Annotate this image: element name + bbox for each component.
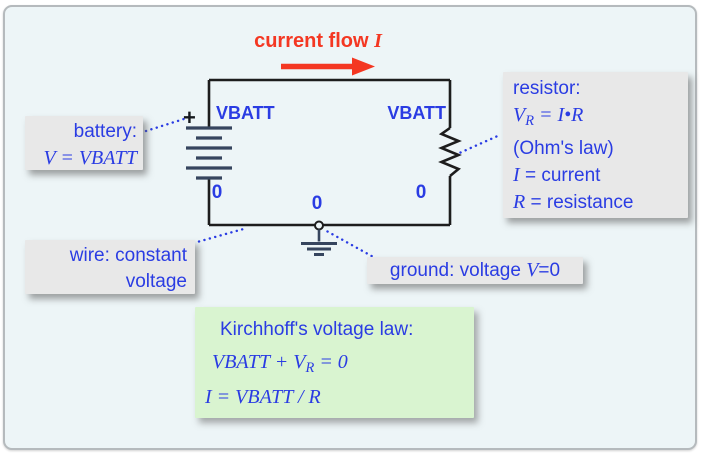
kvl-title: Kirchhoff's voltage law: [220,319,414,340]
current-flow-text: current flow [254,30,375,52]
wire-callout: wire: constant voltage [25,240,195,294]
ground-callout-symbol: V [526,259,539,281]
battery-callout-title: battery: [73,121,137,142]
battery-callout: battery: V = VBATT [25,116,143,170]
resistor-node-label: VBATT [387,103,446,123]
wire-callout-line1: wire: constant [69,245,187,266]
battery-callout-formula: V = VBATT [43,147,137,169]
resistor-callout: resistor: VR = I•R (Ohm's law) I = curre… [503,72,688,218]
resistor-callout-def-r: R = resistance [513,189,683,216]
kvl-eq1-lhs: VBATT + V [212,351,306,373]
wire-callout-line2: voltage [125,271,187,292]
ground-callout: ground: voltage V=0 [367,257,583,284]
formula-rhs: = I•R [534,104,584,126]
formula-v: V [513,104,526,126]
formula-sub-r: R [525,113,535,130]
ground-callout-suffix: =0 [538,260,561,281]
resistor-zero-label: 0 [415,182,427,203]
def-i-text: = current [519,165,601,187]
kvl-box: Kirchhoff's voltage law: VBATT + VR = 0 … [195,307,474,418]
current-symbol: I [374,30,382,52]
ground-callout-prefix: ground: voltage [389,260,527,281]
kvl-equation-2: I = VBATT / R [205,386,321,408]
resistor-callout-formula: VR = I•R [513,102,683,135]
ground-zero-label: 0 [311,193,323,214]
current-flow-label: current flow I [232,30,404,53]
resistor-callout-def-i: I = current [513,162,683,189]
kvl-eq1-sub: R [305,360,315,377]
def-r-text: = resistance [525,192,634,214]
battery-plus-sign: + [183,105,196,130]
kvl-eq1-rhs: = 0 [314,351,348,373]
battery-zero-label: 0 [211,182,223,203]
battery-node-label: VBATT [216,103,275,123]
resistor-callout-note: (Ohm's law) [513,138,614,160]
kvl-equation-1: VBATT + VR = 0 [212,349,348,381]
resistor-callout-title: resistor: [513,78,581,99]
def-i-symbol: I [513,164,520,187]
def-r-symbol: R [513,191,526,214]
